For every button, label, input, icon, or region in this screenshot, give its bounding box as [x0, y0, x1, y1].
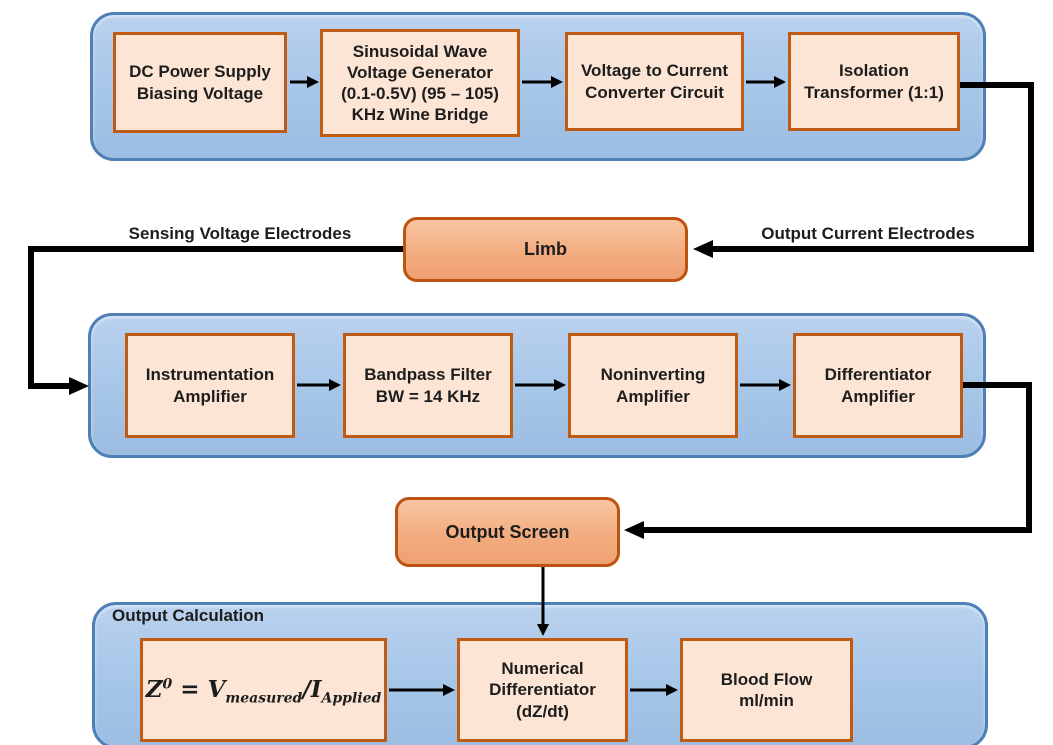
box-voltage-to-current-converter: Voltage to Current Converter Circuit: [565, 32, 744, 131]
sensing-voltage-electrodes-label: Sensing Voltage Electrodes: [128, 224, 352, 243]
box-numerical-differentiator: Numerical Differentiator (dZ/dt): [457, 638, 628, 742]
box-impedance-formula: Z0 = Vmeasured/IApplied: [140, 638, 387, 742]
box-isolation-transformer: Isolation Transformer (1:1): [788, 32, 960, 131]
box-blood-flow: Blood Flow ml/min: [680, 638, 853, 742]
connector-differentiator-to-outputscreen: [624, 382, 1032, 539]
box-dc-power-supply: DC Power Supply Biasing Voltage: [113, 32, 287, 133]
impedance-formula: Z0 = Vmeasured/IApplied: [145, 675, 382, 707]
formula-equals: =: [172, 675, 208, 703]
formula-z: Z: [145, 675, 163, 703]
box-bandpass-filter: Bandpass Filter BW = 14 KHz: [343, 333, 513, 438]
formula-v: V: [207, 675, 226, 703]
box-differentiator-amplifier: Differentiator Amplifier: [793, 333, 963, 438]
box-noninverting-amplifier: Noninverting Amplifier: [568, 333, 738, 438]
box-instrumentation-amplifier: Instrumentation Amplifier: [125, 333, 295, 438]
formula-v-sub: measured: [225, 690, 303, 707]
box-output-screen: Output Screen: [395, 497, 620, 567]
box-sinusoidal-generator: Sinusoidal Wave Voltage Generator (0.1-0…: [320, 29, 520, 137]
formula-z-sup: 0: [162, 675, 173, 692]
connector-limb-to-instrumentation: [28, 246, 404, 395]
connector-transformer-to-limb: [693, 82, 1034, 258]
formula-i-sub: Applied: [321, 690, 382, 707]
formula-i: I: [310, 675, 322, 703]
output-current-electrodes-label: Output Current Electrodes: [761, 224, 975, 243]
output-calculation-label: Output Calculation: [112, 606, 265, 625]
formula-slash: /: [302, 675, 311, 703]
box-limb: Limb: [403, 217, 688, 282]
